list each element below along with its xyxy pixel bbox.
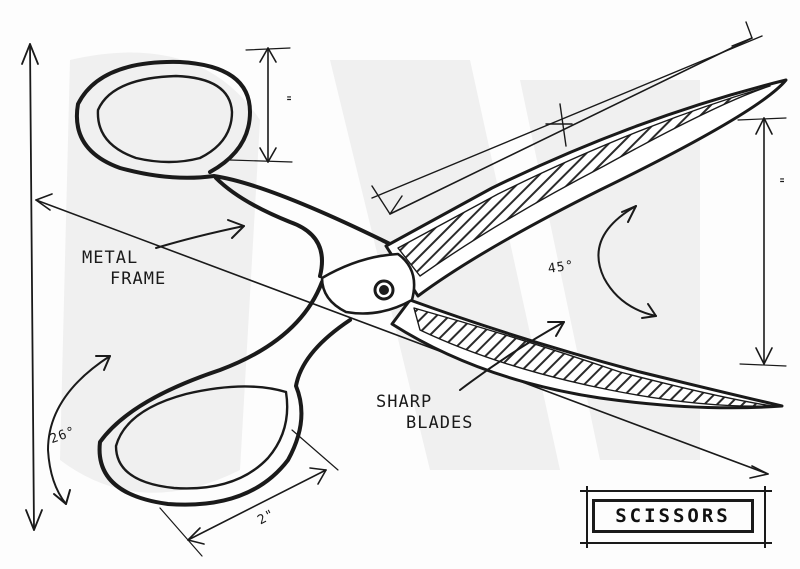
dimension-left-vertical	[29, 43, 35, 531]
leader-arrow-sharp-blades	[459, 321, 565, 391]
upper-blade	[384, 78, 788, 298]
arrowhead-reference-left	[35, 193, 53, 211]
label-metal-frame: METAL FRAME	[82, 248, 166, 291]
diagram-title: SCISSORS	[615, 505, 731, 527]
lower-blade-hatching	[413, 307, 773, 407]
label-sharp-blades-line2: BLADES	[406, 413, 474, 434]
dimension-handle-width	[187, 469, 327, 541]
lower-handle-loop	[97, 176, 352, 507]
dimension-blade-length	[389, 37, 753, 215]
leader-arrow-metal-frame	[155, 225, 245, 249]
upper-handle-ring-inner	[96, 74, 234, 164]
angle-arc-26	[47, 355, 111, 505]
title-rule-left	[586, 486, 588, 548]
arrowhead-left-bottom	[25, 509, 43, 531]
title-plate: SCISSORS	[580, 486, 772, 548]
title-box: SCISSORS	[592, 499, 754, 533]
arrowhead-left-top	[21, 43, 39, 65]
title-rule-top	[580, 490, 772, 492]
upper-handle-loop	[74, 59, 392, 246]
lower-handle-ring-inner	[114, 385, 289, 490]
dimension-label-ring-height: "	[276, 94, 293, 104]
angle-arc-45	[597, 205, 657, 317]
pivot-plate	[320, 252, 416, 315]
label-sharp-blades-line1: SHARP	[376, 392, 433, 412]
reference-line-lower	[35, 199, 769, 475]
title-rule-right	[764, 486, 766, 548]
upper-blade-hatching	[397, 85, 771, 277]
label-metal-frame-line2: FRAME	[110, 269, 167, 290]
reference-line-upper	[371, 35, 763, 199]
title-rule-bottom	[580, 542, 772, 544]
label-sharp-blades: SHARP BLADES	[376, 392, 473, 435]
label-metal-frame-line1: METAL	[82, 248, 139, 268]
arrowhead-reference-right	[749, 465, 769, 479]
lower-blade	[390, 298, 784, 410]
dimension-label-blade-height: "	[769, 176, 786, 186]
